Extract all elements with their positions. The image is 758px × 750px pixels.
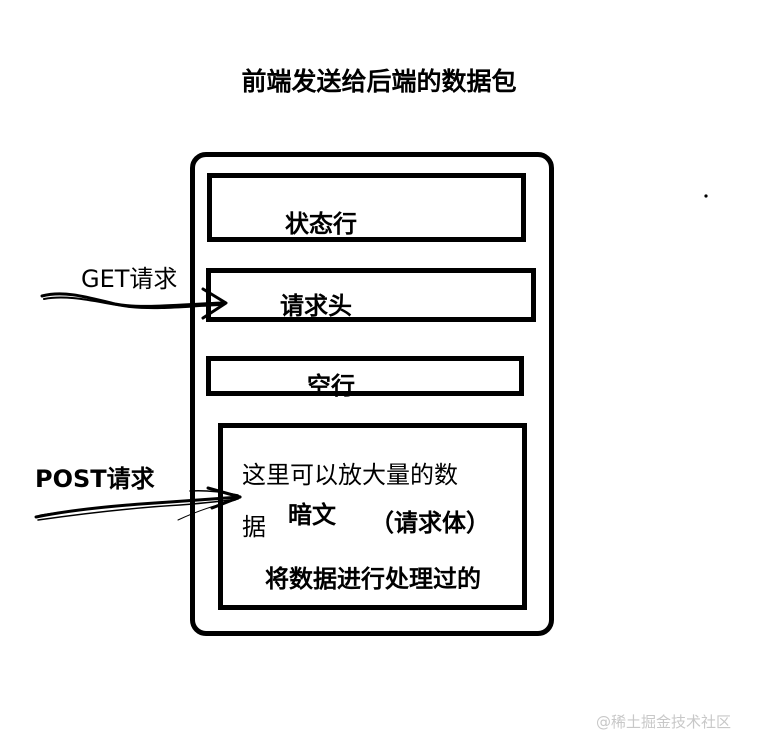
request-header-label: 请求头 [280,292,352,320]
post-arrow [34,486,242,521]
get-arrow [40,287,228,320]
processed-data-label: 将数据进行处理过的 [265,565,481,593]
blank-line-box [206,356,524,396]
packet-container [190,152,554,636]
diagram-title: 前端发送给后端的数据包 [241,67,517,96]
request-header-box [206,268,536,322]
body-text-line1: 这里可以放大量的数 [242,461,458,489]
status-line-label: 状态行 [285,210,357,238]
body-text-line2: 据 [242,513,266,541]
blank-line-label: 空行 [307,372,355,400]
status-line-box [207,173,526,242]
request-body-label: （请求体） [370,509,490,537]
request-body-box [218,423,527,610]
get-request-label: GET请求 [81,265,178,293]
watermark: @稀土掘金技术社区 [596,713,732,731]
post-request-label: POST请求 [35,465,155,493]
ciphertext-label: 暗文 [288,501,336,529]
stray-dot [704,194,708,198]
